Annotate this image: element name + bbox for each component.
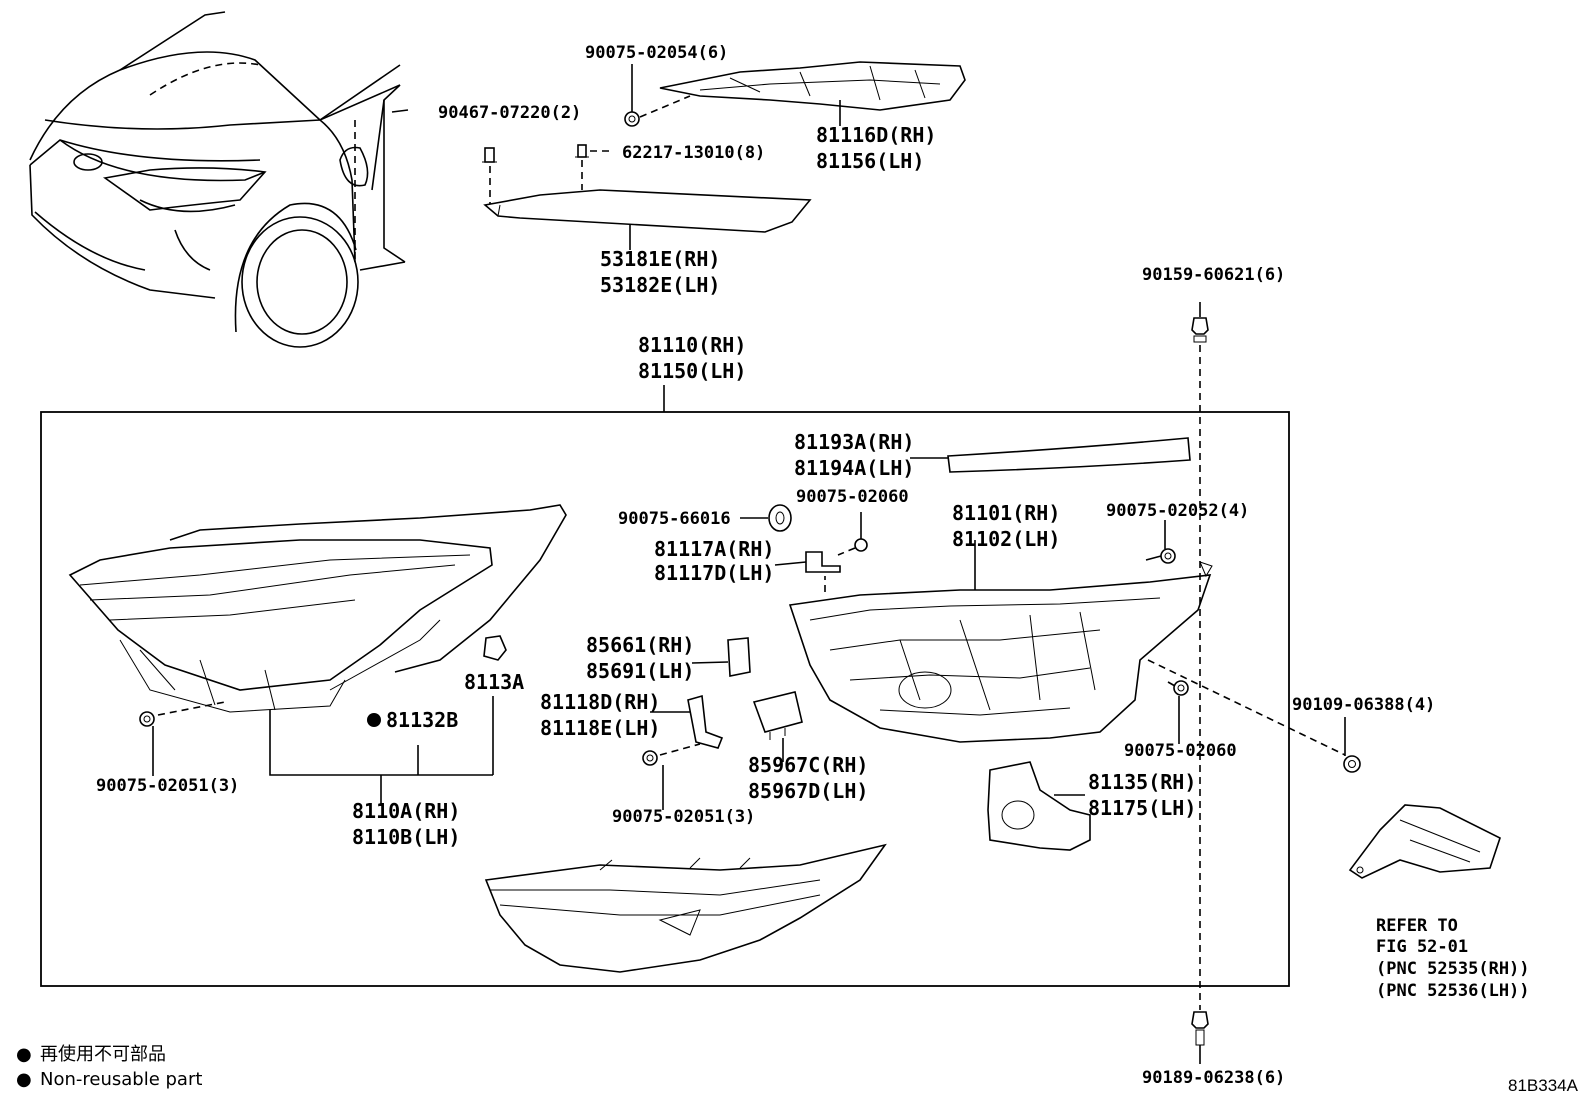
clip-62217-13010 [575, 144, 589, 158]
label-81135: 81135(RH) [1088, 770, 1196, 794]
refer-line-2: FIG 52-01 [1376, 937, 1468, 957]
screw-90075-02060-top [854, 538, 868, 552]
label-81117A: 81117A(RH) [654, 537, 774, 561]
bolt-90075-02054 [624, 111, 640, 127]
bolt-90075-02052 [1145, 548, 1176, 564]
label-81175: 81175(LH) [1088, 796, 1196, 820]
non-reusable-marker [367, 713, 381, 727]
module-85967C [752, 691, 803, 740]
label-81132B: 81132B [386, 708, 458, 732]
bolt-90075-02060-right [1167, 680, 1189, 696]
label-8110A: 8110A(RH) [352, 799, 460, 823]
label-90075-02052: 90075-02052(4) [1106, 501, 1249, 521]
label-90189-06238: 90189-06238(6) [1142, 1068, 1285, 1088]
headlamp-assembly-box [40, 411, 1290, 987]
lamp-cover-upper [659, 61, 966, 111]
label-90159-60621: 90159-60621(6) [1142, 265, 1285, 285]
label-81117D: 81117D(LH) [654, 561, 774, 585]
nut-90109-06388 [1343, 755, 1361, 773]
label-90075-02051-mid: 90075-02051(3) [612, 807, 755, 827]
label-81193A: 81193A(RH) [794, 430, 914, 454]
label-81118E: 81118E(LH) [540, 716, 660, 740]
label-8110B: 8110B(LH) [352, 825, 460, 849]
label-90075-02060-right: 90075-02060 [1124, 741, 1237, 761]
bracket-81117A [805, 551, 841, 573]
label-85691: 85691(LH) [586, 659, 694, 683]
actuator-81135 [987, 761, 1091, 851]
headlamp-strip-81193A [947, 437, 1191, 473]
label-85661: 85661(RH) [586, 633, 694, 657]
legend-bullet-en: ● [16, 1069, 32, 1090]
bolt-90075-02051-left [139, 711, 155, 727]
bracket-85661 [727, 637, 751, 677]
label-85967D: 85967D(LH) [748, 779, 868, 803]
label-81194A: 81194A(LH) [794, 456, 914, 480]
bracket-refer-fig-52-01 [1348, 804, 1501, 879]
grommet-90075-66016 [768, 504, 792, 532]
vehicle-front-illustration [29, 11, 409, 348]
headlamp-lens-assembly [68, 504, 567, 713]
bolt-90189-06238 [1191, 1011, 1209, 1046]
bolt-90075-02051-mid [642, 750, 658, 766]
cap-8113A [483, 635, 507, 661]
lamp-protector-53181E [483, 189, 812, 233]
label-81101: 81101(RH) [952, 501, 1060, 525]
refer-line-3: (PNC 52535(RH)) [1376, 959, 1530, 979]
label-81116D: 81116D(RH) [816, 123, 936, 147]
illustration-code: 81B334A [1508, 1076, 1579, 1095]
label-53181E: 53181E(RH) [600, 247, 720, 271]
label-90075-02051-left: 90075-02051(3) [96, 776, 239, 796]
label-81110: 81110(RH) [638, 333, 746, 357]
label-90075-02060-top: 90075-02060 [796, 487, 909, 507]
bolt-90159-60621 [1191, 317, 1209, 343]
legend-japanese: 再使用不可部品 [40, 1044, 166, 1065]
label-81156: 81156(LH) [816, 149, 924, 173]
label-90075-66016: 90075-66016 [618, 509, 731, 529]
refer-line-1: REFER TO [1376, 916, 1458, 936]
label-53182E: 53182E(LH) [600, 273, 720, 297]
label-90467-07220: 90467-07220(2) [438, 103, 581, 123]
label-62217-13010: 62217-13010(8) [622, 143, 765, 163]
label-81118D: 81118D(RH) [540, 690, 660, 714]
headlamp-housing-81101 [788, 574, 1212, 743]
headlamp-lower-lens [484, 843, 887, 973]
legend-english: Non-reusable part [40, 1069, 202, 1090]
bracket-81118D [687, 694, 724, 749]
label-85967C: 85967C(RH) [748, 753, 868, 777]
label-90075-02054: 90075-02054(6) [585, 43, 728, 63]
clip-90467-07220 [482, 147, 497, 163]
legend-bullet-ja: ● [16, 1044, 32, 1065]
label-81150: 81150(LH) [638, 359, 746, 383]
refer-line-4: (PNC 52536(LH)) [1376, 981, 1530, 1001]
label-81102: 81102(LH) [952, 527, 1060, 551]
label-8113A: 8113A [464, 670, 524, 694]
label-90109-06388: 90109-06388(4) [1292, 695, 1435, 715]
